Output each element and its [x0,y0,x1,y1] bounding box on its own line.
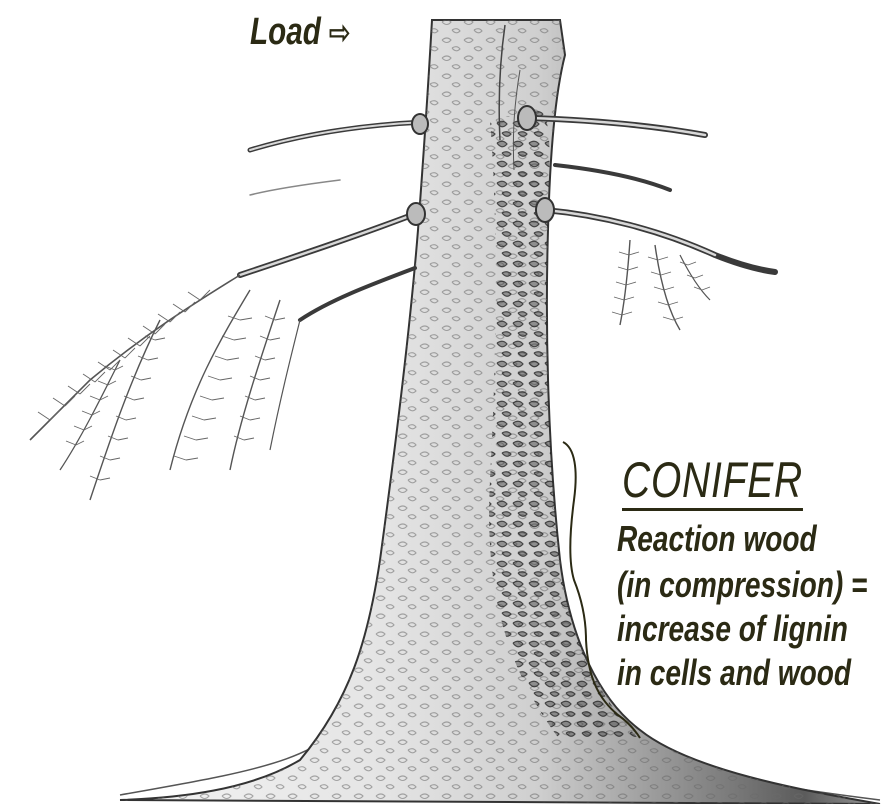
annotation-line-3: increase of lignin [617,608,848,650]
load-label: Load⇨ [250,12,351,53]
left-foliage [30,275,300,500]
load-arrow-icon: ⇨ [329,14,351,52]
annotation-line-1: Reaction wood [617,518,817,560]
right-foliage [612,240,710,330]
annotation-line-2: (in compression) = [617,564,867,606]
right-branches [518,106,775,272]
annotation-line-4: in cells and wood [617,652,851,694]
left-branches [240,114,428,320]
load-text: Load [250,11,321,53]
annotation-heading: CONIFER [622,452,803,511]
